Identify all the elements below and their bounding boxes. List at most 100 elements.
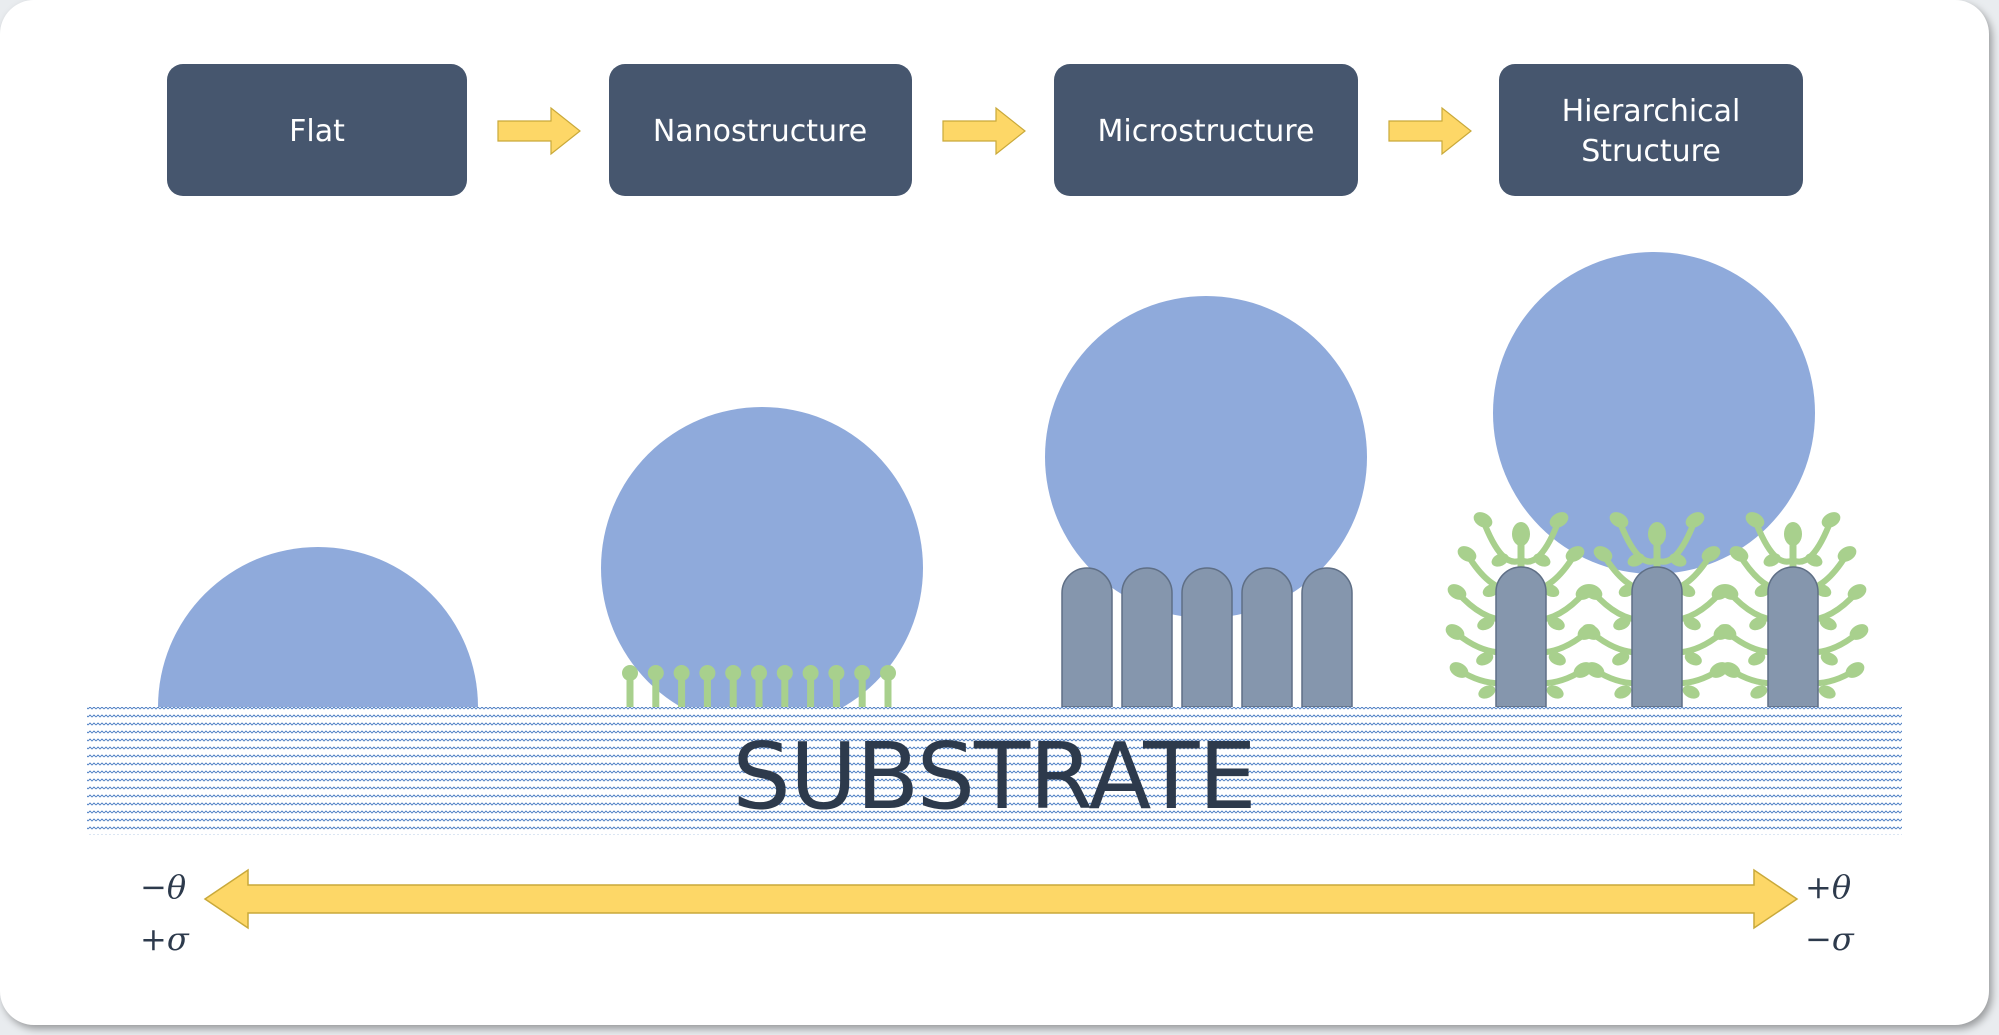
scale-double-arrow	[203, 868, 1799, 930]
nano-hair-tip	[802, 665, 819, 681]
nano-hair-tip	[880, 665, 896, 681]
nano-hair-stem	[832, 672, 840, 707]
hierarchical-pillars	[1495, 566, 1819, 708]
branch-leaf	[1748, 652, 1766, 666]
nano-hair-stem	[858, 672, 866, 707]
branch-leaf	[1477, 616, 1495, 631]
branch-leaf	[1849, 624, 1869, 640]
branch-leaf	[1478, 685, 1496, 699]
branch-leaf	[1818, 685, 1836, 699]
branch-leaf	[1669, 553, 1687, 567]
hierarchical-pillar	[1767, 566, 1819, 708]
branch-leaf	[1729, 546, 1749, 562]
nano-hair-tip	[854, 665, 871, 681]
micro-pillar	[1061, 567, 1113, 708]
branch-leaf	[1763, 553, 1781, 567]
branch-leaf	[1745, 512, 1765, 528]
micro-pillar	[1121, 567, 1173, 708]
branch-leaf	[1549, 512, 1569, 528]
nano-hair-stem	[755, 672, 763, 707]
substrate-label: SUBSTRATE	[732, 723, 1255, 830]
nano-hair-stem	[652, 672, 660, 707]
nano-hair-stem	[678, 672, 686, 707]
branch-leaf	[1847, 584, 1867, 600]
micro-pillar	[1301, 567, 1353, 708]
nano-hair-stem	[781, 672, 789, 707]
branch-leaf	[1512, 522, 1530, 546]
branch-leaf	[1614, 685, 1632, 699]
branch-leaf	[1613, 616, 1631, 631]
branch-leaf	[1548, 652, 1566, 666]
droplet-hierarchical	[1493, 252, 1815, 574]
branch-leaf	[1565, 546, 1585, 562]
hierarchical-pillar	[1495, 566, 1547, 708]
branch-leaf	[1750, 685, 1768, 699]
branch-leaf	[1546, 685, 1564, 699]
scale-right-top: +θ	[1805, 868, 1851, 906]
branch-leaf	[1593, 546, 1613, 562]
branch-leaf	[1447, 584, 1467, 600]
branch-leaf	[1821, 512, 1841, 528]
branch-leaf	[1583, 584, 1603, 600]
branch-leaf	[1749, 616, 1767, 631]
stage-box-microstructure: Microstructure	[1054, 64, 1358, 196]
branch-leaf	[1581, 624, 1601, 640]
nano-hair-stem	[703, 672, 711, 707]
branch-leaf	[1682, 685, 1700, 699]
droplet-flat	[158, 547, 478, 707]
branch-leaf	[1845, 662, 1865, 678]
branch-leaf	[1627, 553, 1645, 567]
branch-leaf	[1684, 652, 1702, 666]
nano-hairs	[622, 665, 896, 707]
nano-hair-stem	[807, 672, 815, 707]
micro-pillars	[1061, 567, 1353, 708]
branch-leaf	[1457, 546, 1477, 562]
scale-left-top: −θ	[140, 868, 186, 906]
nano-hair-stem	[884, 672, 892, 707]
stage-label-hierarchical-line2: Structure	[1581, 134, 1721, 169]
branch-leaf	[1609, 512, 1629, 528]
branch-leaf	[1612, 652, 1630, 666]
hierarchical-branches	[1445, 512, 1869, 699]
branch-leaf	[1476, 652, 1494, 666]
branch-leaf	[1585, 662, 1605, 678]
branch-leaf	[1473, 512, 1493, 528]
branch-leaf	[1547, 616, 1565, 631]
branch-leaf	[1784, 522, 1802, 546]
branch-leaf	[1820, 652, 1838, 666]
micro-pillar	[1181, 567, 1233, 708]
branch-leaf	[1721, 662, 1741, 678]
hierarchical-pillar	[1631, 566, 1683, 708]
progress-arrow-1	[497, 106, 581, 156]
branch-leaf	[1819, 616, 1837, 631]
micro-pillar	[1241, 567, 1293, 708]
nano-hair-tip	[647, 665, 664, 681]
stage-label-flat: Flat	[289, 114, 345, 149]
branch-leaf	[1837, 546, 1857, 562]
stage-box-hierarchical: Hierarchical Structure	[1499, 64, 1803, 196]
branch-leaf	[1683, 616, 1701, 631]
nano-hair-stem	[729, 672, 737, 707]
progress-arrow-2	[942, 106, 1026, 156]
branch-leaf	[1449, 662, 1469, 678]
branch-leaf	[1805, 553, 1823, 567]
scale-right-bottom: −σ	[1805, 920, 1855, 958]
progress-arrow-3	[1388, 106, 1472, 156]
substrate-block	[87, 707, 1902, 835]
droplet-microstructure	[1045, 296, 1367, 618]
branch-leaf	[1685, 512, 1705, 528]
stage-label-microstructure: Microstructure	[1098, 114, 1315, 149]
branch-leaf	[1717, 624, 1737, 640]
nano-hair-tip	[622, 665, 638, 681]
nano-hair-tip	[776, 665, 793, 681]
branch-leaf	[1701, 546, 1721, 562]
nano-hair-stem	[626, 672, 634, 707]
stage-label-hierarchical-line1: Hierarchical	[1562, 94, 1741, 129]
nano-hair-tip	[699, 665, 716, 681]
stage-box-flat: Flat	[167, 64, 467, 196]
branch-leaf	[1719, 584, 1739, 600]
branch-leaf	[1445, 624, 1465, 640]
branch-leaf	[1491, 553, 1509, 567]
